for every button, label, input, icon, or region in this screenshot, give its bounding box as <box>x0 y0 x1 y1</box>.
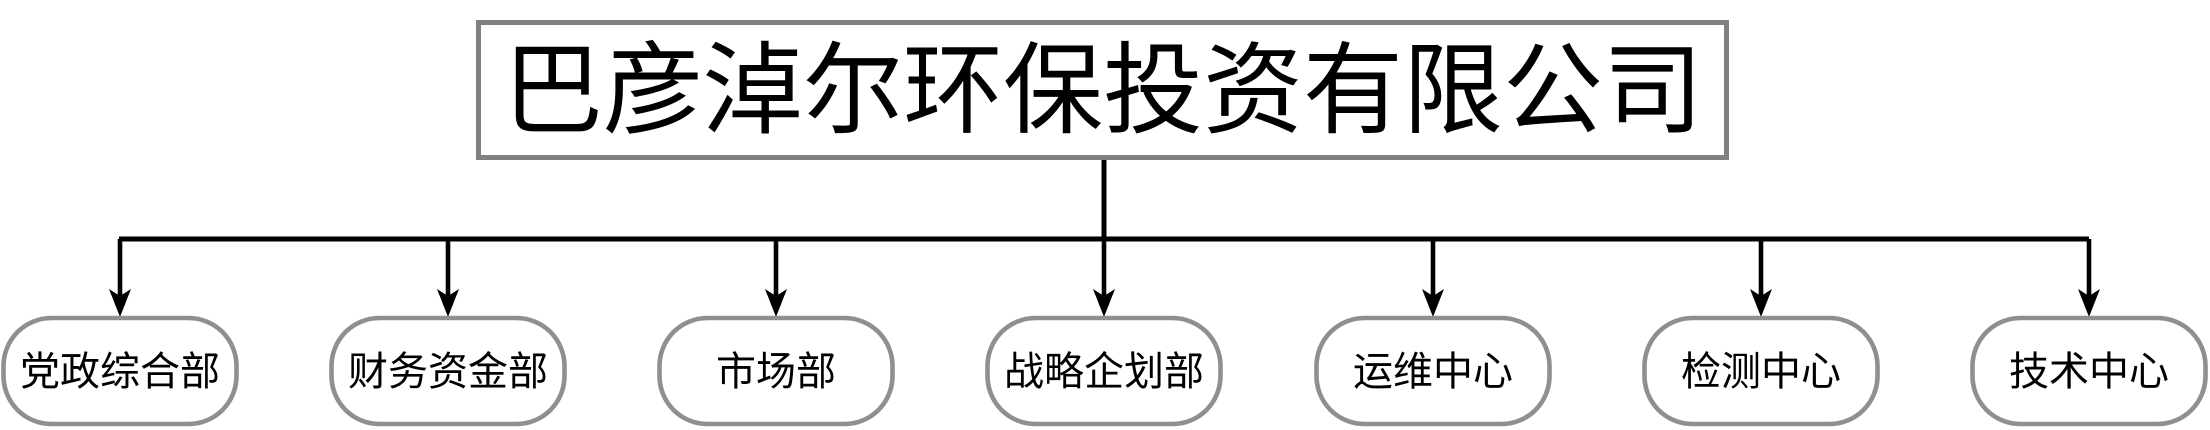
root-node-box <box>476 20 1729 160</box>
dept-node: 检测中心 <box>1642 315 1880 427</box>
arrow-down-icon <box>109 289 131 317</box>
dept-node: 战略企划部 <box>985 315 1223 427</box>
arrow-down-icon <box>437 289 459 317</box>
dept-node-box <box>1314 315 1552 427</box>
dept-node-label: 党政综合部 <box>20 350 220 394</box>
connectors <box>109 158 2100 317</box>
arrow-down-icon <box>1750 289 1772 317</box>
dept-node: 党政综合部 <box>1 315 239 427</box>
dept-node-label: 技术中心 <box>2009 350 2169 394</box>
arrow-down-icon <box>1422 289 1444 317</box>
root-node: 巴彦淖尔环保投资有限公司 <box>476 20 1729 160</box>
dept-node-box <box>657 315 895 427</box>
dept-node: 技术中心 <box>1970 315 2208 427</box>
dept-node: 运维中心 <box>1314 315 1552 427</box>
dept-node-label: 战略企划部 <box>1004 350 1204 394</box>
dept-node-box <box>1 315 239 427</box>
root-node-label: 巴彦淖尔环保投资有限公司 <box>503 35 1703 147</box>
arrow-down-icon <box>2078 289 2100 317</box>
dept-node-label: 运维中心 <box>1353 350 1513 394</box>
dept-node-label: 市场部 <box>716 350 836 394</box>
dept-node-label: 检测中心 <box>1681 350 1841 394</box>
dept-node-box <box>1642 315 1880 427</box>
dept-node: 市场部 <box>657 315 895 427</box>
dept-node-box <box>1970 315 2208 427</box>
arrow-down-icon <box>1093 289 1115 317</box>
dept-node-box <box>985 315 1223 427</box>
arrow-down-icon <box>765 289 787 317</box>
dept-node: 财务资金部 <box>329 315 567 427</box>
dept-node-box <box>329 315 567 427</box>
dept-node-label: 财务资金部 <box>348 350 548 394</box>
